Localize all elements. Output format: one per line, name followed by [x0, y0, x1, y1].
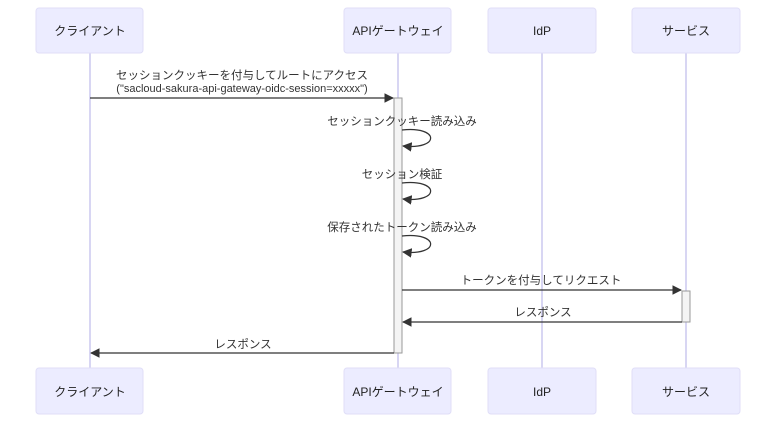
message-label: トークンを付与してリクエスト — [461, 274, 622, 287]
actor-label: サービス — [662, 385, 710, 399]
actor-label: クライアント — [54, 24, 126, 38]
message-label: レスポンス — [514, 306, 571, 319]
message-label: セッション検証 — [362, 167, 443, 181]
actor-label: APIゲートウェイ — [352, 24, 443, 38]
actor-idp-top: IdP — [487, 7, 597, 54]
message-arrow — [401, 128, 432, 152]
message-arrow — [401, 234, 432, 258]
actor-service-bottom: サービス — [631, 367, 741, 415]
message-validate-session: セッション検証 — [362, 167, 443, 205]
actor-client-bottom: クライアント — [35, 367, 144, 415]
message-label: セッションクッキー読み込み — [327, 114, 477, 128]
actor-label: サービス — [662, 24, 710, 38]
message-access-root: セッションクッキーを付与してルートにアクセス ("sacloud-sakura-… — [90, 69, 394, 103]
message-label: 保存されたトークン読み込み — [327, 220, 477, 234]
message-read-token: 保存されたトークン読み込み — [327, 220, 477, 258]
activation-gateway — [393, 97, 403, 354]
message-response-service: レスポンス — [402, 306, 682, 327]
message-label: レスポンス — [214, 338, 271, 351]
actor-gateway-top: APIゲートウェイ — [343, 7, 452, 54]
message-label-sub: ("sacloud-sakura-api-gateway-oidc-sessio… — [116, 83, 367, 95]
message-response-client: レスポンス — [90, 338, 394, 358]
actor-client-top: クライアント — [35, 7, 144, 54]
message-arrow — [401, 181, 432, 205]
actor-label: APIゲートウェイ — [352, 385, 443, 399]
actor-idp-bottom: IdP — [487, 367, 597, 415]
actor-label: IdP — [533, 385, 551, 399]
actor-gateway-bottom: APIゲートウェイ — [343, 367, 452, 415]
activation-service — [681, 290, 691, 323]
actor-label: IdP — [533, 24, 551, 38]
actor-service-top: サービス — [631, 7, 741, 54]
message-label: セッションクッキーを付与してルートにアクセス — [116, 69, 368, 82]
actor-label: クライアント — [54, 385, 126, 399]
message-request-with-token: トークンを付与してリクエスト — [402, 274, 682, 295]
message-read-cookie: セッションクッキー読み込み — [327, 114, 477, 152]
